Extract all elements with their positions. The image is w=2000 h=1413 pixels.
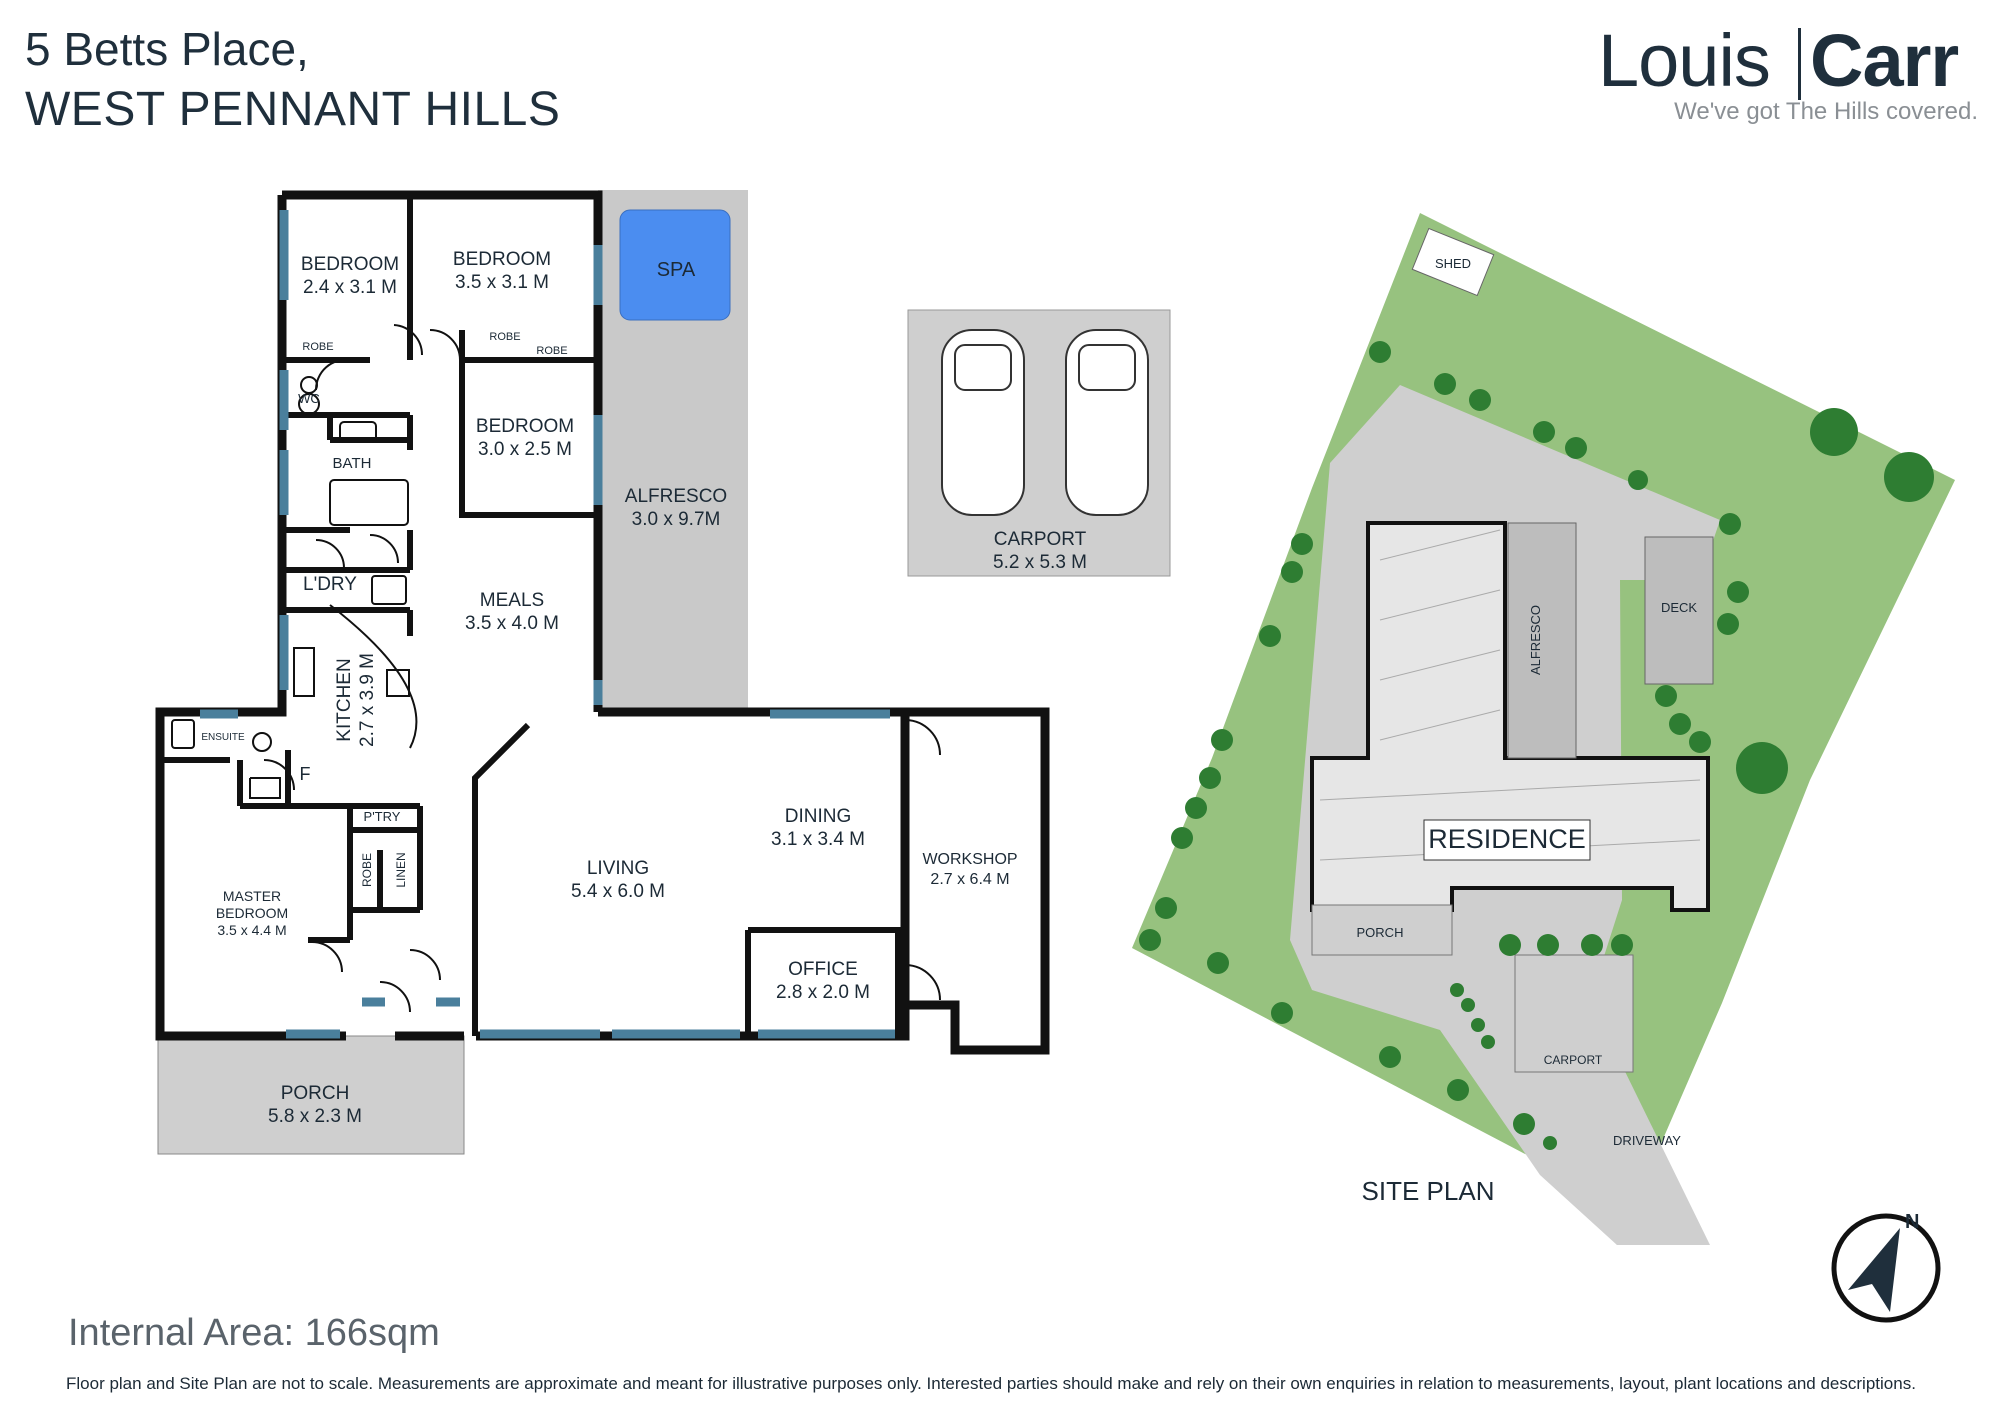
- agency-logo: Louis Carr We've got The Hills covered.: [1598, 18, 1988, 128]
- alfresco-dims: 3.0 x 9.7M: [632, 509, 721, 530]
- dining-dims: 3.1 x 3.4 M: [771, 829, 865, 850]
- bedroom-2-dims: 3.5 x 3.1 M: [455, 272, 549, 293]
- spa-label: SPA: [657, 259, 696, 281]
- residence-label: RESIDENCE: [1428, 824, 1586, 854]
- master-dims: 3.5 x 4.4 M: [217, 922, 286, 938]
- master-label-1: MASTER: [223, 888, 281, 904]
- living-label: LIVING: [587, 858, 649, 879]
- kitchen-dims: 2.7 x 3.9 M: [357, 653, 378, 747]
- residence-hatch: [1319, 529, 1701, 861]
- site-labels: SHED ALFRESCO DECK RESIDENCE PORCH CARPO…: [1357, 256, 1698, 1206]
- trees: [1139, 341, 1934, 1150]
- ensuite-label: ENSUITE: [201, 732, 245, 743]
- site-carport: [1514, 954, 1634, 1073]
- bedroom-2-label: BEDROOM: [453, 249, 551, 270]
- site-porch: [1311, 904, 1453, 956]
- site-deck-label: DECK: [1661, 600, 1697, 615]
- meals-label: MEALS: [480, 590, 544, 611]
- floor-plan: BEDROOM 2.4 x 3.1 M BEDROOM 3.5 x 3.1 M …: [155, 190, 1171, 1155]
- logo-divider: [1798, 28, 1801, 100]
- living-dims: 5.4 x 6.0 M: [571, 881, 665, 902]
- fixtures: [171, 324, 941, 1013]
- north-arrow: N: [1831, 1211, 1941, 1323]
- bath-label: BATH: [333, 455, 372, 472]
- bedroom-3-label: BEDROOM: [476, 416, 574, 437]
- address-suburb: WEST PENNANT HILLS: [25, 83, 561, 136]
- site-plan: SHED ALFRESCO DECK RESIDENCE PORCH CARPO…: [1132, 213, 1955, 1323]
- porch-dims: 5.8 x 2.3 M: [268, 1106, 362, 1127]
- dining-label: DINING: [785, 806, 852, 827]
- workshop-dims: 2.7 x 6.4 M: [930, 871, 1009, 888]
- driveway-label: DRIVEWAY: [1613, 1133, 1681, 1148]
- workshop-label: WORKSHOP: [922, 851, 1017, 868]
- laundry-label: L'DRY: [303, 574, 357, 595]
- carport-dims: 5.2 x 5.3 M: [993, 552, 1087, 573]
- site-alfresco: [1507, 522, 1577, 759]
- robe-label-3: ROBE: [536, 345, 567, 357]
- logo-carr-text: Carr: [1810, 19, 1959, 102]
- alfresco-label: ALFRESCO: [625, 486, 727, 507]
- master-label-2: BEDROOM: [216, 905, 288, 921]
- logo-louis-text: Louis: [1598, 19, 1771, 102]
- porch-label: PORCH: [281, 1083, 350, 1104]
- bedroom-1-dims: 2.4 x 3.1 M: [303, 277, 397, 298]
- porch-area: [157, 1035, 465, 1155]
- spa-pool: [619, 209, 731, 321]
- interior-walls: [160, 195, 908, 1036]
- site-deck: [1644, 536, 1714, 685]
- carport-cars: [941, 329, 1149, 516]
- disclaimer-text: Floor plan and Site Plan are not to scal…: [66, 1374, 1916, 1393]
- carport-label: CARPORT: [994, 529, 1087, 550]
- linen-label: LINEN: [394, 852, 408, 887]
- windows: [200, 210, 895, 1039]
- site-porch-label: PORCH: [1357, 925, 1404, 940]
- meals-dims: 3.5 x 4.0 M: [465, 613, 559, 634]
- bedroom-1-label: BEDROOM: [301, 254, 399, 275]
- office-dims: 2.8 x 2.0 M: [776, 982, 870, 1003]
- site-plan-title: SITE PLAN: [1362, 1176, 1495, 1206]
- robe-label-2: ROBE: [489, 331, 520, 343]
- robe-label-master: ROBE: [360, 853, 374, 887]
- logo-tagline: We've got The Hills covered.: [1674, 98, 1978, 125]
- pantry-label: P'TRY: [364, 809, 401, 824]
- shed: [1411, 227, 1495, 297]
- north-label: N: [1905, 1211, 1919, 1233]
- site-shed-label: SHED: [1435, 256, 1471, 271]
- site-carport-label: CARPORT: [1544, 1053, 1603, 1067]
- kitchen-label: KITCHEN: [334, 658, 355, 741]
- residence-label-box: [1423, 819, 1591, 861]
- robe-label-1: ROBE: [302, 341, 333, 353]
- site-alfresco-label: ALFRESCO: [1528, 605, 1543, 675]
- bedroom-3-dims: 3.0 x 2.5 M: [478, 439, 572, 460]
- office-label: OFFICE: [788, 959, 858, 980]
- internal-area: Internal Area: 166sqm: [68, 1312, 440, 1354]
- residence-footprint: [1310, 521, 1710, 912]
- fridge-label: F: [300, 764, 311, 784]
- address-street: 5 Betts Place,: [25, 23, 309, 75]
- room-labels: BEDROOM 2.4 x 3.1 M BEDROOM 3.5 x 3.1 M …: [201, 249, 1087, 1127]
- wc-label: WC: [298, 391, 320, 406]
